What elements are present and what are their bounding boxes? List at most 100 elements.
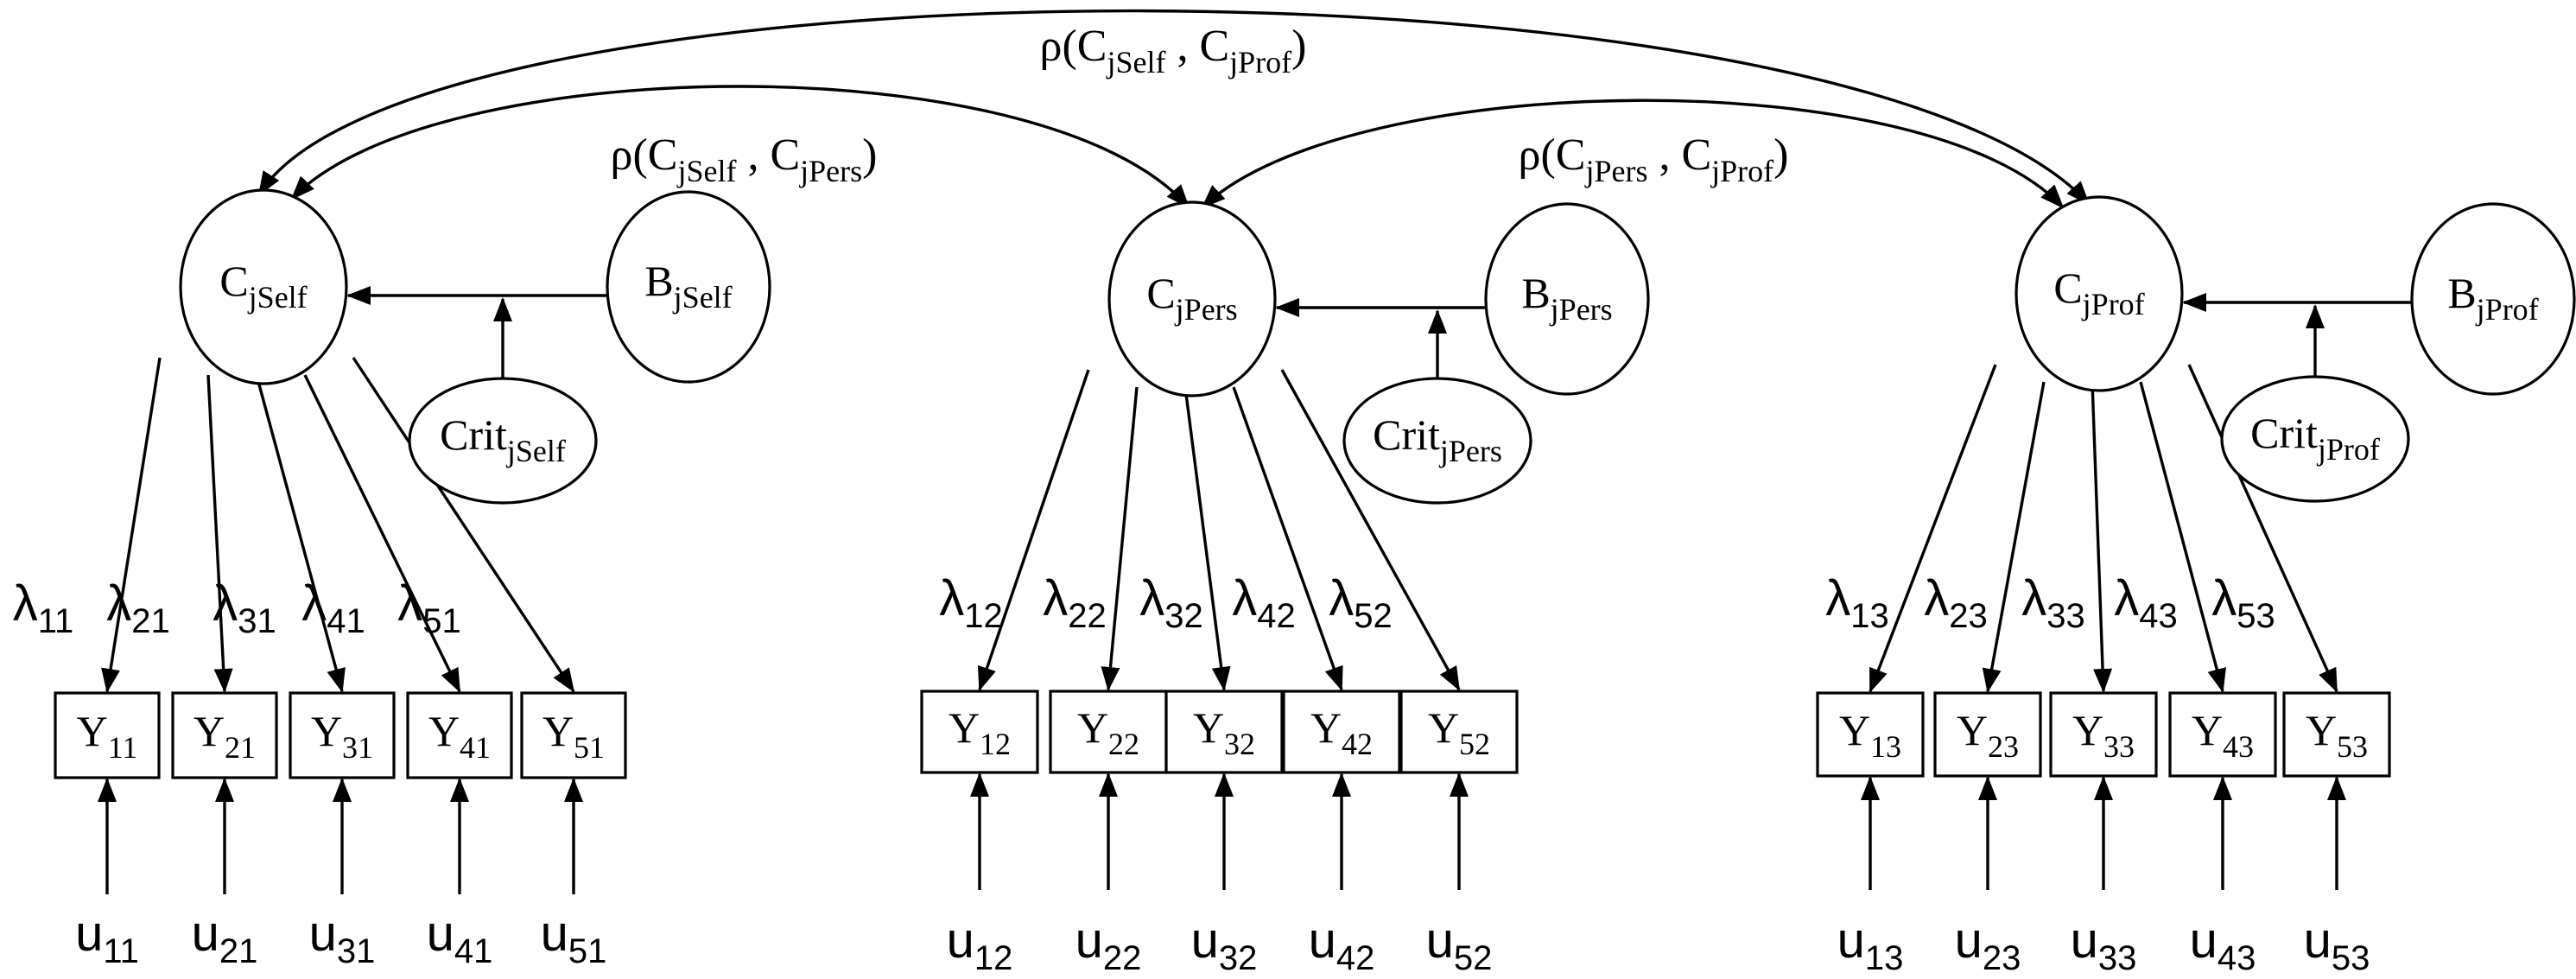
- indicator-label-subscript: 13: [1870, 729, 1901, 764]
- indicator-label-base: Y: [1077, 703, 1108, 752]
- indicator-box: [520, 691, 627, 779]
- indicator-label: Y12: [949, 703, 1011, 761]
- error-label: u12: [947, 912, 1013, 977]
- error-label-base: u: [75, 906, 103, 962]
- correlation-prefix: ρ(C: [1519, 130, 1586, 180]
- indicator-label-base: Y: [1193, 703, 1224, 752]
- indicator-label: Y33: [2072, 706, 2135, 764]
- loading-label-base: λ: [1924, 570, 1949, 626]
- indicator-label-subscript: 32: [1224, 727, 1255, 761]
- loading-label: λ22: [1043, 570, 1107, 635]
- loading-label-base: λ: [106, 575, 131, 632]
- bias-pers-label-subscript: jPers: [1549, 292, 1613, 327]
- loading-label: λ43: [2114, 570, 2178, 635]
- loading-label-subscript: 33: [2046, 597, 2085, 635]
- indicator-label: Y43: [2192, 706, 2254, 764]
- loading-label-base: λ: [2114, 570, 2139, 626]
- correlation-mid: , C: [1647, 130, 1711, 180]
- loading-arrow: [255, 374, 346, 693]
- error-label: u52: [1426, 912, 1493, 977]
- error-label: u31: [309, 906, 376, 970]
- indicator-label-subscript: 52: [1459, 727, 1490, 761]
- correlation-pers-prof-curve: [1201, 99, 2065, 209]
- criterion-self-label-base: Crit: [440, 410, 507, 459]
- correlation-self-pers-curve: [290, 85, 1190, 209]
- latent-pers-label: CjPers: [1146, 269, 1237, 327]
- error-label: u11: [75, 906, 139, 970]
- loading-label: λ51: [397, 575, 461, 640]
- latent-self-label: CjSelf: [219, 257, 307, 315]
- indicator-label-subscript: 22: [1108, 727, 1139, 761]
- latent-pers-label-subscript: jPers: [1174, 292, 1238, 327]
- loading-label-subscript: 13: [1850, 597, 1889, 635]
- correlation-label-self_prof: ρ(CjSelf , CjProf): [1040, 22, 1307, 79]
- error-label-subscript: 32: [1219, 939, 1258, 977]
- loading-label-subscript: 42: [1257, 597, 1296, 635]
- error-label-subscript: 33: [2098, 939, 2137, 977]
- error-label-subscript: 41: [454, 932, 493, 970]
- error-label-base: u: [1075, 912, 1103, 969]
- correlation-sub2: jProf: [1710, 154, 1773, 188]
- criterion-prof-label: CritjProf: [2250, 409, 2380, 467]
- loading-label: λ42: [1232, 570, 1296, 635]
- indicator-box: [1282, 690, 1401, 774]
- indicator-label: Y32: [1193, 703, 1255, 761]
- criterion-prof-label-subscript: jProf: [2316, 432, 2380, 467]
- loading-label-subscript: 52: [1354, 597, 1393, 635]
- loading-label: λ13: [1825, 570, 1889, 635]
- bias-self-ellipse: [606, 190, 771, 384]
- indicator-label: Y22: [1077, 703, 1139, 761]
- loading-label-subscript: 32: [1164, 597, 1203, 635]
- loading-label-base: λ: [1329, 570, 1354, 626]
- indicator-label-subscript: 42: [1342, 727, 1373, 761]
- correlation-sub1: jSelf: [676, 154, 736, 188]
- error-label-subscript: 11: [103, 932, 139, 970]
- indicator-label-base: Y: [311, 707, 342, 755]
- loading-arrow: [352, 357, 575, 693]
- loading-label-base: λ: [939, 570, 964, 626]
- loading-label-subscript: 21: [131, 602, 170, 640]
- loading-label-base: λ: [1043, 570, 1068, 626]
- indicator-label: Y21: [194, 707, 256, 765]
- loading-arrow: [1982, 381, 2046, 693]
- indicator-box: [2168, 691, 2277, 778]
- indicator-box: [1816, 691, 1925, 778]
- latent-self-ellipse: [179, 188, 348, 385]
- bias-pers-label-base: B: [1521, 269, 1550, 317]
- loading-label: λ11: [13, 575, 74, 640]
- loading-arrow: [2187, 364, 2338, 693]
- error-label: u13: [1837, 912, 1904, 977]
- latent-prof-label: CjProf: [2053, 264, 2144, 321]
- loading-arrow: [2139, 381, 2226, 693]
- loading-label-subscript: 43: [2139, 597, 2178, 635]
- error-label-subscript: 13: [1865, 939, 1904, 977]
- error-label-base: u: [1426, 912, 1454, 969]
- indicator-label: Y52: [1428, 703, 1490, 761]
- correlation-mid: , C: [736, 130, 800, 180]
- correlation-suffix: ): [862, 130, 877, 180]
- loading-arrow: [1183, 386, 1231, 691]
- indicator-label: Y31: [311, 707, 373, 765]
- correlation-label-pers_prof: ρ(CjPers , CjProf): [1519, 130, 1789, 188]
- error-label-base: u: [1955, 912, 1983, 969]
- loading-label-subscript: 31: [238, 602, 276, 640]
- loading-arrow: [2091, 381, 2113, 693]
- error-label-subscript: 12: [974, 939, 1013, 977]
- error-label-base: u: [1191, 912, 1219, 969]
- loading-arrow: [101, 357, 162, 693]
- indicator-label: Y23: [1957, 706, 2019, 764]
- criterion-pers-ellipse: [1342, 377, 1532, 505]
- criterion-self-ellipse: [408, 377, 598, 505]
- criterion-self-label-subscript: jSelf: [505, 434, 566, 468]
- criterion-prof-ellipse: [2220, 375, 2410, 503]
- error-label: u33: [2071, 912, 2137, 977]
- indicator-label-base: Y: [428, 707, 460, 755]
- loading-label: λ23: [1924, 570, 1988, 635]
- correlation-mid: , C: [1165, 22, 1229, 71]
- indicator-label-subscript: 11: [108, 730, 138, 765]
- loading-label-subscript: 11: [38, 602, 74, 640]
- indicator-label: Y42: [1310, 703, 1373, 761]
- error-label-subscript: 43: [2218, 939, 2256, 977]
- correlation-suffix: ): [1773, 130, 1788, 180]
